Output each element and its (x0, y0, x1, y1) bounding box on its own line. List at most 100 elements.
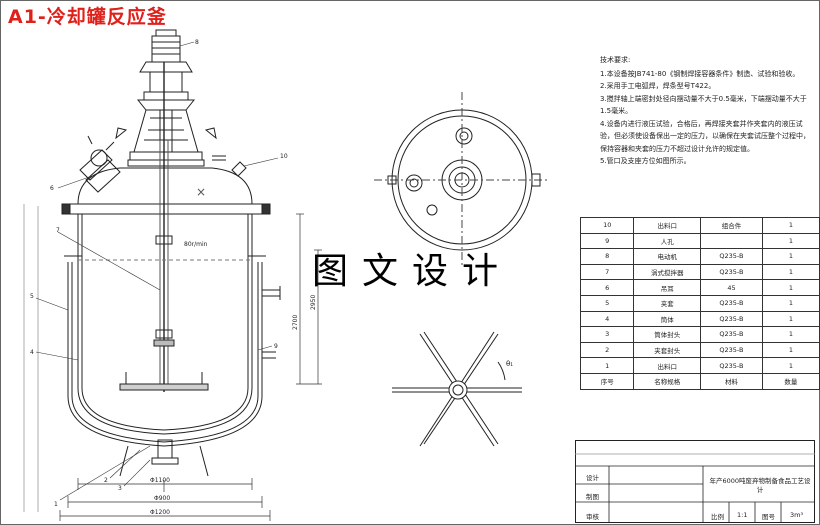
callout-7: 7 (56, 227, 60, 234)
parts-cell-no: 1 (579, 357, 635, 374)
dimensions-elevation (23, 204, 322, 521)
jacket (67, 262, 263, 447)
technical-requirements: 技术要求: 1.本设备按JB741-80《钢制焊接容器条件》制造、试验和验收。 … (600, 54, 810, 168)
tech-line-5: 5.管口及支座方位如图所示。 (600, 157, 691, 165)
parts-cell-name: 筒体 (633, 310, 702, 328)
callout-2: 2 (104, 477, 108, 484)
parts-cell-name: 夹套 (633, 294, 702, 312)
parts-cell-material (700, 232, 763, 250)
parts-cell-no: 10 (579, 217, 635, 234)
parts-cell-material: 45 (700, 279, 763, 296)
tech-line-2: 2.采用手工电弧焊，焊条型号T422。 (600, 82, 716, 90)
callout-leaders (35, 41, 279, 501)
callout-5: 5 (30, 293, 34, 300)
parts-header-row: 序号名称规格材料数量 (579, 372, 820, 390)
drawing-title: A1-冷却罐反应釜 (8, 6, 167, 28)
parts-cell-qty: 1 (761, 248, 820, 265)
parts-cell-no: 2 (579, 341, 635, 359)
parts-cell-material: Q235-B (700, 357, 763, 374)
parts-cell-no: 7 (579, 263, 635, 281)
tech-line-3: 3.搅拌轴上端密封处径向摆动量不大于0.5毫米，下端摆动量不大于1.5毫米。 (600, 94, 807, 116)
parts-cell-name: 人孔 (633, 232, 702, 250)
reactor-plan-view (374, 92, 550, 268)
parts-cell-qty: 1 (761, 217, 820, 234)
parts-cell-name: 电动机 (633, 248, 702, 265)
title-block-grid (574, 453, 815, 523)
manhole-nozzle (79, 135, 121, 193)
parts-cell-qty: 1 (761, 357, 820, 374)
tech-heading: 技术要求: (600, 56, 631, 64)
turbine-impeller (119, 383, 209, 391)
parts-cell-material: Q235-B (700, 310, 763, 328)
tb-product-name: 年产6000吨废弃物制备食品工艺设计 (709, 477, 811, 494)
top-head (77, 167, 253, 205)
dim-2950: 2950 (310, 295, 317, 310)
dim-d900: Φ900 (154, 495, 170, 502)
parts-cell-qty: 1 (761, 326, 820, 343)
angle-label: θ₁ (506, 360, 513, 368)
tb-drawingno-value: 3m³ (790, 511, 804, 519)
parts-cell-no: 6 (579, 279, 635, 296)
callout-3: 3 (118, 485, 122, 492)
callout-8: 8 (195, 39, 199, 46)
motor (151, 35, 181, 63)
tb-scale-value: 1:1 (737, 511, 748, 519)
title-block: 设计 制图 审核 年产6000吨废弃物制备食品工艺设计 比例 1:1 图号 3m… (574, 440, 815, 523)
body-flange (61, 203, 271, 215)
parts-cell-qty: 1 (761, 294, 820, 312)
callout-6: 6 (50, 185, 54, 192)
parts-cell-name: 出料口 (633, 357, 702, 374)
parts-cell-qty: 1 (761, 279, 820, 296)
reactor-elevation-view: × (61, 29, 281, 477)
support-frame (133, 109, 199, 153)
gear-reducer (149, 71, 183, 93)
dim-d1200: Φ1200 (150, 509, 170, 516)
callout-numbers: 8 10 6 7 5 4 9 1 2 3 (30, 39, 288, 508)
dim-2700: 2700 (292, 315, 299, 330)
parts-cell-material: Q235-B (700, 326, 763, 343)
callout-4: 4 (30, 349, 34, 356)
watermark: 图文设计 (312, 251, 513, 292)
tb-drawingno-label: 图号 (762, 513, 775, 521)
parts-cell-qty: 1 (761, 310, 820, 328)
parts-cell-material: Q235-B (700, 294, 763, 312)
parts-cell-material: Q235-B (700, 341, 763, 359)
parts-header-no: 序号 (579, 372, 635, 390)
dim-d1100: Φ1100 (150, 477, 170, 484)
bottom-head (77, 387, 253, 435)
parts-header-name: 名称规格 (633, 372, 702, 390)
parts-header-qty: 数量 (761, 372, 820, 390)
parts-cell-qty: 1 (761, 232, 820, 250)
parts-cell-no: 9 (579, 232, 635, 250)
parts-cell-name: 出料口 (633, 217, 702, 234)
parts-cell-no: 8 (579, 248, 635, 265)
svg-text:×: × (196, 185, 206, 199)
parts-cell-name: 吊耳 (633, 279, 702, 296)
parts-cell-name: 涡式搅拌器 (633, 263, 702, 281)
tb-scale-label: 比例 (711, 513, 724, 521)
parts-cell-no: 3 (579, 326, 635, 343)
parts-cell-no: 4 (579, 310, 635, 328)
tb-draw-label: 制图 (586, 493, 599, 501)
tb-review-label: 审核 (586, 513, 599, 521)
callout-9: 9 (274, 343, 278, 350)
tech-line-4: 4.设备内进行液压试验，合格后，再焊接夹套并作夹套内的液压试验，但必须使设备保出… (600, 119, 810, 153)
parts-cell-qty: 1 (761, 341, 820, 359)
speed-label: 80r/min (184, 241, 208, 248)
tech-line-1: 1.本设备按JB741-80《钢制焊接容器条件》制造、试验和验收。 (600, 69, 800, 78)
parts-header-material: 材料 (700, 372, 763, 390)
tb-design-label: 设计 (586, 474, 599, 482)
parts-cell-material: Q235-B (700, 263, 763, 281)
